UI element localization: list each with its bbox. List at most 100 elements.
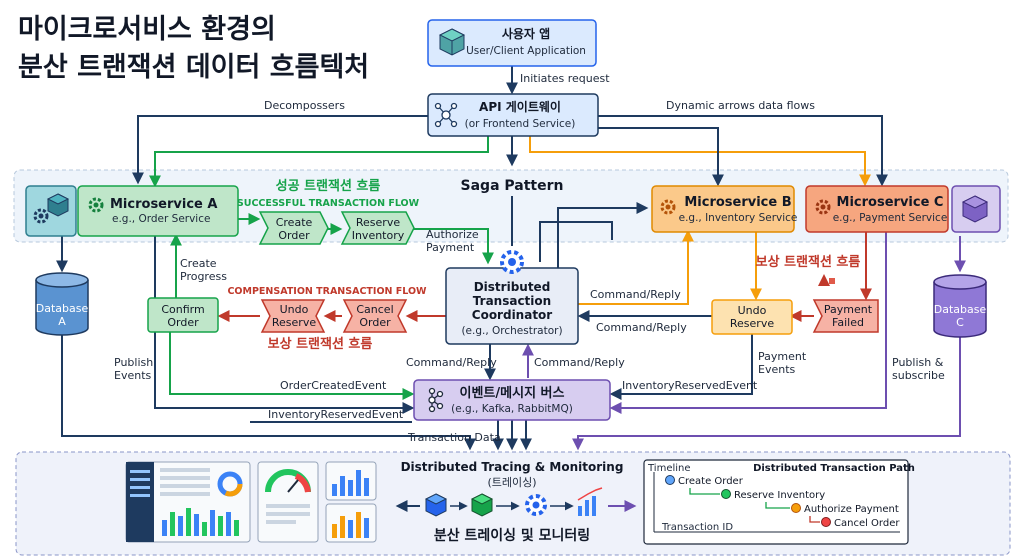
compensation-title-en: COMPENSATION TRANSACTION FLOW bbox=[227, 286, 427, 297]
label-command-reply-c: Command/Reply bbox=[596, 321, 687, 334]
step-create-order-line2: Order bbox=[278, 229, 310, 242]
coordinator-line1: Distributed bbox=[474, 280, 551, 294]
dashboard-thumbnail-3 bbox=[325, 461, 377, 543]
connectors bbox=[56, 66, 966, 512]
timeline-step-2: Reserve Inventory bbox=[734, 490, 825, 501]
event-bus-subtitle: (e.g., Kafka, RabbitMQ) bbox=[451, 403, 573, 415]
diagram-title-line2: 분산 트랜잭션 데이터 흐름텍처 bbox=[18, 52, 369, 83]
payment-failed-box[interactable]: Payment Failed bbox=[812, 299, 879, 333]
cube-icon bbox=[46, 193, 70, 217]
gear-icon bbox=[88, 197, 104, 213]
line-coordinator-top-small bbox=[539, 221, 613, 262]
chart-icon bbox=[577, 487, 603, 516]
tracing-title: Distributed Tracing & Monitoring bbox=[401, 460, 624, 474]
label-transaction-data: Transaction Data bbox=[407, 431, 501, 444]
label-create-progress-line2: Progress bbox=[180, 270, 227, 283]
confirm-order-line1: Confirm bbox=[161, 303, 204, 316]
service-a-subtitle: e.g., Order Service bbox=[112, 213, 210, 225]
comp-cancel-line1: Cancel bbox=[356, 303, 393, 316]
confirm-order-box[interactable]: Confirm Order bbox=[147, 297, 219, 333]
label-publish-events-line2: Events bbox=[114, 369, 152, 382]
database-c-line1: Database bbox=[934, 303, 987, 316]
kafka-icon bbox=[428, 387, 444, 413]
diagram-title-line1: 마이크로서비스 환경의 bbox=[18, 14, 276, 45]
payment-failed-line2: Failed bbox=[832, 316, 864, 329]
timeline-card: Timeline Distributed Transaction Path Tr… bbox=[643, 459, 915, 545]
database-a-line2: A bbox=[58, 315, 66, 328]
arrow-gateway-to-b-orange bbox=[529, 136, 871, 187]
right-undo-line2: Reserve bbox=[730, 317, 774, 330]
timeline-step-1: Create Order bbox=[678, 476, 744, 487]
arrow-order-created bbox=[169, 332, 415, 400]
right-undo-reserve-box[interactable]: Undo Reserve bbox=[711, 299, 793, 335]
confirm-order-line2: Order bbox=[167, 316, 199, 329]
event-bus-title: 이벤트/메시지 버스 bbox=[460, 385, 565, 401]
label-payment-events-line2: Events bbox=[758, 363, 796, 376]
label-payment-events-line1: Payment bbox=[758, 350, 807, 363]
gear-icon bbox=[525, 494, 547, 516]
coordinator-line4: (e.g., Orchestrator) bbox=[461, 325, 562, 337]
payment-failed-line1: Payment bbox=[824, 303, 873, 316]
service-b-title: Microservice B bbox=[684, 195, 791, 210]
arrow-coordinator-to-b-top bbox=[557, 202, 649, 268]
cube-icon bbox=[438, 28, 466, 56]
gear-icon bbox=[500, 250, 524, 274]
gear-icon bbox=[815, 199, 831, 215]
tracing-icons bbox=[424, 487, 603, 517]
comp-cancel-order[interactable]: Cancel Order bbox=[342, 299, 408, 333]
cube-icon bbox=[961, 195, 989, 223]
arrow-decompossers bbox=[132, 115, 428, 185]
cube-icon bbox=[424, 493, 448, 517]
service-c-subtitle: e.g., Payment Service bbox=[833, 212, 948, 224]
label-publish-events-line1: Publish bbox=[114, 356, 153, 369]
database-c[interactable]: Database C bbox=[933, 274, 987, 338]
saga-pattern-label: Saga Pattern bbox=[461, 178, 564, 194]
step-reserve-inventory[interactable]: Reserve Inventory bbox=[340, 211, 415, 245]
timeline-axis-label: Transaction ID bbox=[661, 522, 733, 533]
label-command-reply-b: Command/Reply bbox=[590, 288, 681, 301]
arrow-publish-events bbox=[154, 236, 415, 414]
compensation-title-ko: 보상 트랜잭션 흐름 bbox=[268, 336, 373, 352]
tracing-title-ko: 분산 트레이싱 및 모니터링 bbox=[434, 527, 590, 544]
coordinator-line3: Coordinator bbox=[472, 308, 553, 322]
label-create-progress-line1: Create bbox=[180, 257, 217, 270]
label-authorize-line2: Payment bbox=[426, 241, 475, 254]
label-command-reply-left: Command/Reply bbox=[406, 356, 497, 369]
right-comp-title-ko: 보상 트랜잭션 흐름 bbox=[756, 254, 861, 270]
database-a-line1: Database bbox=[36, 302, 89, 315]
label-dynamic-arrows: Dynamic arrows data flows bbox=[666, 99, 815, 112]
service-c-title: Microservice C bbox=[837, 195, 944, 210]
comp-undo-line1: Undo bbox=[280, 303, 309, 316]
service-c-group[interactable]: Microservice C e.g., Payment Service bbox=[805, 185, 1001, 233]
timeline-path-title: Distributed Transaction Path bbox=[753, 463, 915, 474]
user-app-box[interactable]: 사용자 앱 User/Client Application bbox=[427, 19, 597, 67]
step-reserve-inventory-line2: Inventory bbox=[352, 229, 405, 242]
label-inventory-reserved-left: InventoryReservedEvent bbox=[268, 408, 404, 421]
coordinator-line2: Transaction bbox=[473, 294, 551, 308]
gear-icon bbox=[660, 199, 676, 215]
success-flow-title-en: SUCCESSFUL TRANSACTION FLOW bbox=[237, 198, 420, 209]
timeline-step-4: Cancel Order bbox=[834, 518, 900, 529]
label-order-created-event: OrderCreatedEvent bbox=[280, 379, 387, 392]
user-app-subtitle: User/Client Application bbox=[466, 45, 586, 57]
service-b-group[interactable]: Microservice B e.g., Inventory Service bbox=[651, 185, 797, 233]
arrow-dynamic-flows bbox=[598, 115, 888, 187]
label-publish-subscribe-line2: subscribe bbox=[892, 369, 945, 382]
right-undo-line1: Undo bbox=[738, 304, 767, 317]
label-publish-subscribe-line1: Publish & bbox=[892, 356, 944, 369]
step-create-order[interactable]: Create Order bbox=[258, 211, 329, 245]
service-a-title: Microservice A bbox=[110, 197, 217, 212]
event-bus-box[interactable]: 이벤트/메시지 버스 (e.g., Kafka, RabbitMQ) bbox=[413, 379, 611, 421]
label-command-reply-right: Command/Reply bbox=[534, 356, 625, 369]
coordinator-box[interactable]: Distributed Transaction Coordinator (e.g… bbox=[445, 250, 579, 345]
comp-undo-reserve[interactable]: Undo Reserve bbox=[260, 299, 326, 333]
database-c-line2: C bbox=[956, 316, 964, 329]
label-initiates-request: Initiates request bbox=[520, 72, 610, 85]
success-flow-title-ko: 성공 트랜잭션 흐름 bbox=[276, 178, 381, 194]
database-a[interactable]: Database A bbox=[35, 272, 89, 336]
dashboard-thumbnail-1 bbox=[125, 461, 251, 543]
api-gateway-box[interactable]: API 게이트웨이 (or Frontend Service) bbox=[427, 93, 599, 137]
service-a-group[interactable]: Microservice A e.g., Order Service bbox=[25, 185, 239, 237]
arrow-authorize-payment bbox=[412, 228, 494, 265]
